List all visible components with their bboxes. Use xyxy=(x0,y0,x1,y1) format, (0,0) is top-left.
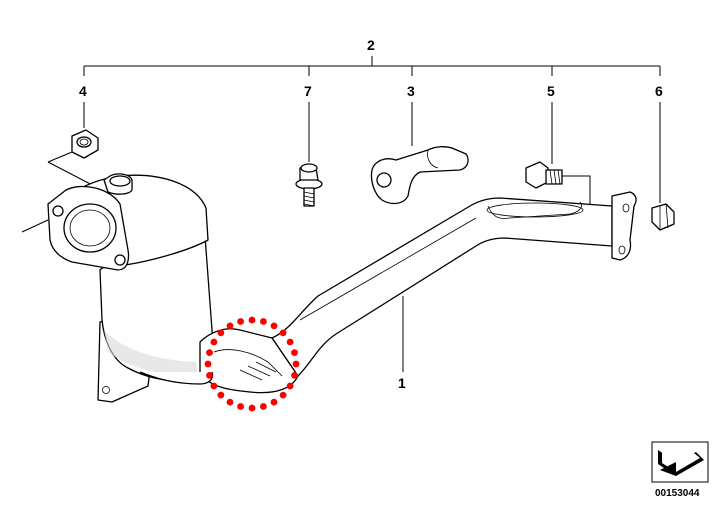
highlight-dot xyxy=(217,391,225,399)
highlight-ring xyxy=(204,316,300,412)
callout-1: 1 xyxy=(398,375,406,391)
highlight-dot xyxy=(237,318,245,325)
highlight-dot xyxy=(248,316,256,324)
hex-bolt-part-5 xyxy=(525,161,563,189)
callout-labels: 2 4 7 3 5 6 1 xyxy=(79,37,663,391)
orientation-icon xyxy=(651,441,709,483)
front-pipe xyxy=(271,191,637,377)
highlight-dot xyxy=(210,382,218,390)
highlight-dot xyxy=(248,404,256,412)
highlight-dot xyxy=(237,403,245,410)
flange-bolt-part-7 xyxy=(295,163,323,207)
callout-5: 5 xyxy=(547,83,555,99)
highlight-dot xyxy=(291,349,298,356)
highlight-dot xyxy=(206,372,213,379)
callout-3: 3 xyxy=(407,83,415,99)
highlight-dot xyxy=(286,338,294,346)
reference-number: 00153044 xyxy=(655,488,700,499)
highlight-dot xyxy=(279,391,287,399)
callout-4: 4 xyxy=(79,83,87,99)
hex-nut-part-4 xyxy=(71,129,99,159)
leader-lines xyxy=(21,56,661,372)
catalytic-converter xyxy=(47,173,299,403)
highlight-dot xyxy=(286,382,294,390)
highlight-dot xyxy=(206,349,213,356)
callout-6: 6 xyxy=(655,83,663,99)
highlight-dot xyxy=(260,318,267,325)
highlight-dot xyxy=(292,360,300,368)
highlight-dot xyxy=(226,398,234,406)
highlight-dot xyxy=(270,398,278,406)
highlight-dot xyxy=(291,372,298,379)
highlight-dot xyxy=(210,338,218,346)
highlight-dot xyxy=(204,360,212,368)
highlight-dot xyxy=(260,403,267,410)
highlight-dot xyxy=(279,329,287,337)
highlight-dot xyxy=(226,322,234,330)
highlight-dot xyxy=(217,329,225,337)
bracket-part-3 xyxy=(370,146,469,205)
callout-7: 7 xyxy=(304,83,312,99)
highlight-dot xyxy=(270,322,278,330)
hex-nut-part-6 xyxy=(651,203,675,231)
callout-2: 2 xyxy=(367,37,375,53)
